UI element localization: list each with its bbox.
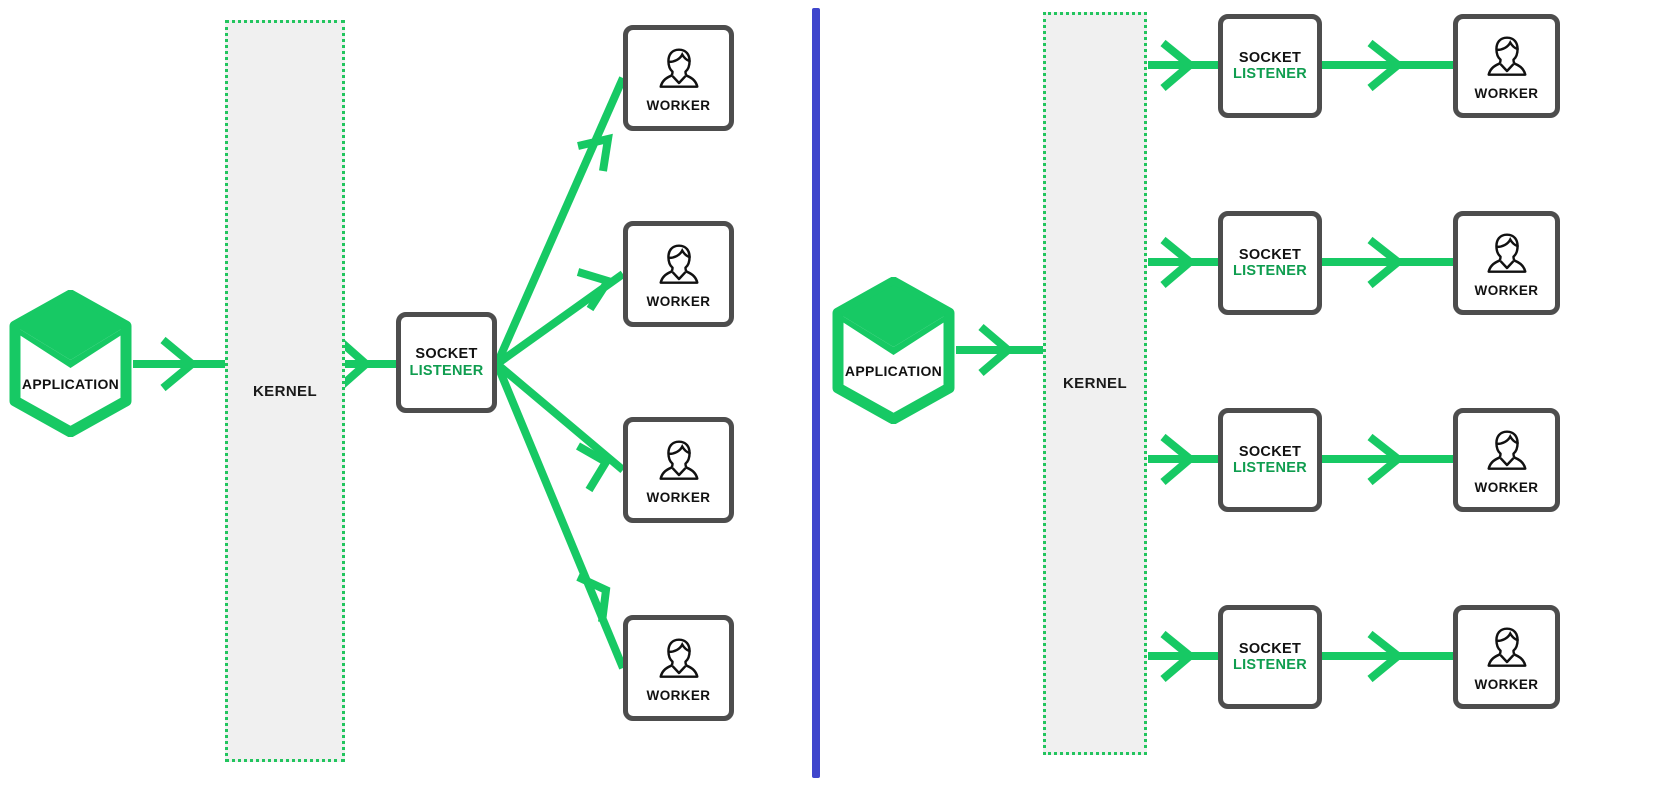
arrow-listener-to-worker-row-4 — [1322, 630, 1453, 683]
socket-listener-line1: SOCKET — [1238, 640, 1302, 657]
arrow-listener-to-worker-row-1 — [1322, 39, 1453, 92]
application-label: APPLICATION — [21, 375, 120, 392]
cube-hexagon-icon — [9, 290, 132, 437]
worker-label: WORKER — [646, 687, 711, 703]
application-node-left[interactable]: APPLICATION — [8, 290, 133, 437]
arrow-kernel-to-listener-row-4 — [1148, 630, 1218, 683]
socket-listener-line2: LISTENER — [1232, 460, 1308, 476]
kernel-box-left: KERNEL — [225, 20, 345, 762]
arrow-kernel-to-listener-row-1 — [1148, 39, 1218, 92]
worker-box-row-3[interactable]: WORKER — [1453, 408, 1560, 512]
socket-listener-box-row-3[interactable]: SOCKET LISTENER — [1218, 408, 1322, 512]
person-icon — [1487, 429, 1526, 470]
arrow-listener-to-worker-4 — [493, 362, 627, 670]
socket-listener-box-row-1[interactable]: SOCKET LISTENER — [1218, 14, 1322, 118]
worker-label: WORKER — [1474, 676, 1539, 692]
application-node-right[interactable]: APPLICATION — [831, 277, 956, 424]
worker-box-left-3[interactable]: WORKER — [623, 417, 734, 523]
worker-label: WORKER — [646, 293, 711, 309]
socket-listener-box-row-2[interactable]: SOCKET LISTENER — [1218, 211, 1322, 315]
arrow-kernel-to-listener-row-2 — [1148, 236, 1218, 289]
arrow-listener-to-worker-3 — [494, 360, 626, 493]
worker-box-left-4[interactable]: WORKER — [623, 615, 734, 721]
socket-listener-box-row-4[interactable]: SOCKET LISTENER — [1218, 605, 1322, 709]
worker-label: WORKER — [1474, 282, 1539, 298]
vertical-separator — [812, 8, 820, 778]
arrow-listener-to-worker-2 — [494, 268, 626, 368]
socket-listener-line2: LISTENER — [1232, 66, 1308, 82]
arrow-app-to-kernel-left — [133, 336, 225, 392]
worker-box-row-4[interactable]: WORKER — [1453, 605, 1560, 709]
application-label: APPLICATION — [844, 362, 943, 379]
socket-listener-line1: SOCKET — [1238, 49, 1302, 66]
worker-label: WORKER — [1474, 479, 1539, 495]
person-icon — [659, 637, 698, 678]
person-icon — [1487, 232, 1526, 273]
cube-hexagon-icon — [832, 277, 955, 424]
socket-listener-box-left[interactable]: SOCKET LISTENER — [396, 312, 497, 413]
worker-box-left-2[interactable]: WORKER — [623, 221, 734, 327]
worker-label: WORKER — [646, 489, 711, 505]
person-icon — [659, 439, 698, 480]
worker-label: WORKER — [646, 97, 711, 113]
kernel-label: KERNEL — [252, 382, 318, 400]
person-icon — [659, 243, 698, 284]
socket-listener-line1: SOCKET — [415, 346, 478, 363]
worker-label: WORKER — [1474, 85, 1539, 101]
kernel-box-right: KERNEL — [1043, 12, 1147, 755]
worker-box-row-1[interactable]: WORKER — [1453, 14, 1560, 118]
socket-listener-line2: LISTENER — [409, 362, 484, 379]
arrow-kernel-to-listener-row-3 — [1148, 433, 1218, 486]
person-icon — [659, 47, 698, 88]
socket-listener-line2: LISTENER — [1232, 657, 1308, 673]
worker-box-left-1[interactable]: WORKER — [623, 25, 734, 131]
socket-listener-line1: SOCKET — [1238, 246, 1302, 263]
person-icon — [1487, 35, 1526, 76]
kernel-label: KERNEL — [1062, 375, 1128, 392]
arrow-listener-to-worker-1 — [493, 76, 627, 366]
socket-listener-line1: SOCKET — [1238, 443, 1302, 460]
person-icon — [1487, 626, 1526, 667]
arrow-listener-to-worker-row-2 — [1322, 236, 1453, 289]
worker-box-row-2[interactable]: WORKER — [1453, 211, 1560, 315]
socket-listener-line2: LISTENER — [1232, 263, 1308, 279]
arrow-listener-to-worker-row-3 — [1322, 433, 1453, 486]
